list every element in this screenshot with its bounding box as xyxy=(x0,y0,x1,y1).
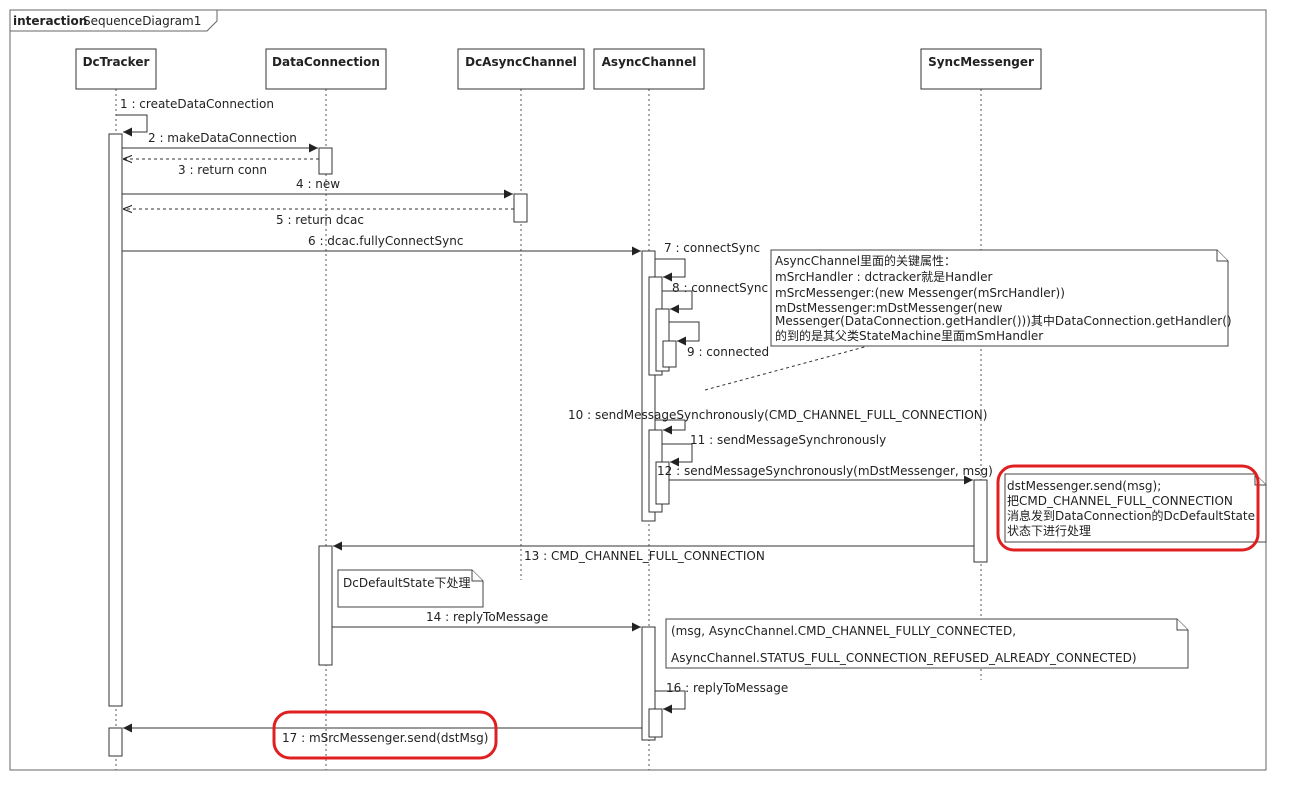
message-7-label: 7 : connectSync xyxy=(664,241,760,255)
lifeline-dctracker-label: DcTracker xyxy=(83,55,150,69)
note-asyncchannel-fields[interactable]: AsyncChannel里面的关键属性： mSrcHandler : dctra… xyxy=(704,249,1232,391)
message-12-label: 12 : sendMessageSynchronously(mDstMessen… xyxy=(657,464,993,478)
message-5-label: 5 : return dcac xyxy=(276,213,364,227)
message-13[interactable]: 13 : CMD_CHANNEL_FULL_CONNECTION xyxy=(333,541,974,563)
message-8-label: 8 : connectSync xyxy=(672,281,768,295)
message-6[interactable]: 6 : dcac.fullyConnectSync xyxy=(122,234,641,256)
note-send-message-line4: 状态下进行处理 xyxy=(1007,524,1091,538)
lifeline-asyncchannel-head[interactable] xyxy=(593,48,705,90)
message-1-label: 1 : createDataConnection xyxy=(120,97,274,111)
message-5[interactable]: 5 : return dcac xyxy=(123,209,514,227)
note-default-state[interactable]: DcDefaultState下处理 xyxy=(337,569,484,608)
message-14[interactable]: 14 : replyToMessage xyxy=(332,610,641,632)
activation-asyncchannel-connected xyxy=(662,340,677,368)
note-asyncchannel-fields-line5: Messenger(DataConnection.getHandler()))其… xyxy=(775,313,1232,328)
lifeline-syncmessenger: SyncMessenger xyxy=(920,48,1042,680)
activation-dataconnection-make xyxy=(318,147,333,175)
activation-asyncchannel-reply-inner xyxy=(648,708,663,738)
note-reply-params-box xyxy=(665,618,1189,669)
note-asyncchannel-fields-line3: mSrcMessenger:(new Messenger(mSrcHandler… xyxy=(775,286,1065,300)
lifeline-dataconnection-label: DataConnection xyxy=(272,55,380,69)
note-send-message-line3: 消息发到DataConnection的DcDefaultState xyxy=(1007,508,1255,523)
activation-asyncchannel-send-inner xyxy=(655,461,670,505)
note-send-message-line1: dstMessenger.send(msg); xyxy=(1007,479,1161,493)
message-17-label: 17 : mSrcMessenger.send(dstMsg) xyxy=(282,731,488,745)
lifeline-asyncchannel-label: AsyncChannel xyxy=(602,55,697,69)
note-reply-params-line2: AsyncChannel.STATUS_FULL_CONNECTION_REFU… xyxy=(671,651,1137,665)
note-asyncchannel-fields-line1: AsyncChannel里面的关键属性： xyxy=(775,253,956,268)
message-10-label: 10 : sendMessageSynchronously(CMD_CHANNE… xyxy=(568,408,987,422)
lifeline-dctracker-head[interactable] xyxy=(75,48,157,90)
message-1[interactable]: 1 : createDataConnection xyxy=(116,97,274,137)
message-7[interactable]: 7 : connectSync xyxy=(655,241,760,282)
note-asyncchannel-fields-line2: mSrcHandler : dctracker就是Handler xyxy=(775,270,992,284)
message-14-label: 14 : replyToMessage xyxy=(426,610,548,624)
message-6-label: 6 : dcac.fullyConnectSync xyxy=(308,234,463,248)
message-8[interactable]: 8 : connectSync xyxy=(662,281,768,314)
note-asyncchannel-fields-box xyxy=(770,249,1229,347)
activation-dataconnection-handle xyxy=(318,545,333,666)
message-3[interactable]: 3 : return conn xyxy=(123,159,319,177)
note-reply-params-fold xyxy=(1176,619,1188,631)
message-9[interactable]: 9 : connected xyxy=(669,321,769,359)
message-11-arrow xyxy=(662,443,693,467)
frame-title: SequenceDiagram1 xyxy=(83,14,201,28)
message-1-arrow xyxy=(116,114,148,137)
message-11[interactable]: 11 : sendMessageSynchronously xyxy=(662,433,886,467)
lifeline-dcasyncchannel-head[interactable] xyxy=(457,48,585,90)
note-default-state-box xyxy=(337,569,484,608)
note-asyncchannel-fields-anchor xyxy=(704,345,869,391)
note-send-message-box xyxy=(1004,473,1267,543)
lifeline-dataconnection: DataConnection xyxy=(265,48,387,770)
note-send-message[interactable]: dstMessenger.send(msg); 把CMD_CHANNEL_FUL… xyxy=(1004,473,1267,543)
note-default-state-fold xyxy=(471,570,483,582)
note-send-message-line2: 把CMD_CHANNEL_FULL_CONNECTION xyxy=(1007,494,1233,508)
lifeline-syncmessenger-head[interactable] xyxy=(920,48,1042,90)
message-16-arrow xyxy=(655,690,686,714)
message-10[interactable]: 10 : sendMessageSynchronously(CMD_CHANNE… xyxy=(568,408,987,435)
note-default-state-line1: DcDefaultState下处理 xyxy=(343,576,470,590)
diagram-frame xyxy=(9,9,1267,771)
message-9-arrow xyxy=(669,321,700,346)
note-reply-params-line1: (msg, AsyncChannel.CMD_CHANNEL_FULLY_CON… xyxy=(671,624,1016,638)
message-2-label: 2 : makeDataConnection xyxy=(148,131,297,145)
message-16[interactable]: 16 : replyToMessage xyxy=(655,681,788,714)
message-7-arrow xyxy=(655,258,686,282)
message-17[interactable]: 17 : mSrcMessenger.send(dstMsg) xyxy=(123,723,642,745)
lifeline-dcasyncchannel-label: DcAsyncChannel xyxy=(465,55,577,69)
message-2[interactable]: 2 : makeDataConnection xyxy=(122,131,318,153)
message-12[interactable]: 12 : sendMessageSynchronously(mDstMessen… xyxy=(657,464,993,485)
lifeline-dcasyncchannel: DcAsyncChannel xyxy=(457,48,585,580)
message-8-arrow xyxy=(662,290,693,314)
note-reply-params[interactable]: (msg, AsyncChannel.CMD_CHANNEL_FULLY_CON… xyxy=(665,618,1189,669)
note-asyncchannel-fields-line6: 的到的是其父类StateMachine里面mSmHandler xyxy=(775,328,1043,343)
note-asyncchannel-fields-fold xyxy=(1216,250,1228,262)
message-13-label: 13 : CMD_CHANNEL_FULL_CONNECTION xyxy=(524,549,765,563)
activation-syncmessenger xyxy=(973,479,988,563)
activation-dcasyncchannel-new xyxy=(513,193,528,223)
frame-tag xyxy=(10,10,218,32)
note-asyncchannel-fields-line4: mDstMessenger:mDstMessenger(new xyxy=(775,301,1003,315)
message-4-label: 4 : new xyxy=(296,177,340,191)
frame-keyword: interaction xyxy=(13,14,87,28)
activation-dctracker-end xyxy=(108,727,123,757)
message-10-arrow xyxy=(655,419,686,435)
message-16-label: 16 : replyToMessage xyxy=(666,681,788,695)
highlight-message-17 xyxy=(272,710,498,760)
message-11-label: 11 : sendMessageSynchronously xyxy=(690,433,886,447)
lifeline-dataconnection-head[interactable] xyxy=(265,48,387,90)
message-4[interactable]: 4 : new xyxy=(122,177,513,199)
activation-dctracker-main xyxy=(108,133,123,707)
highlight-send-note xyxy=(996,464,1260,552)
message-3-label: 3 : return conn xyxy=(178,163,267,177)
message-9-label: 9 : connected xyxy=(687,345,769,359)
lifeline-syncmessenger-label: SyncMessenger xyxy=(928,55,1034,69)
